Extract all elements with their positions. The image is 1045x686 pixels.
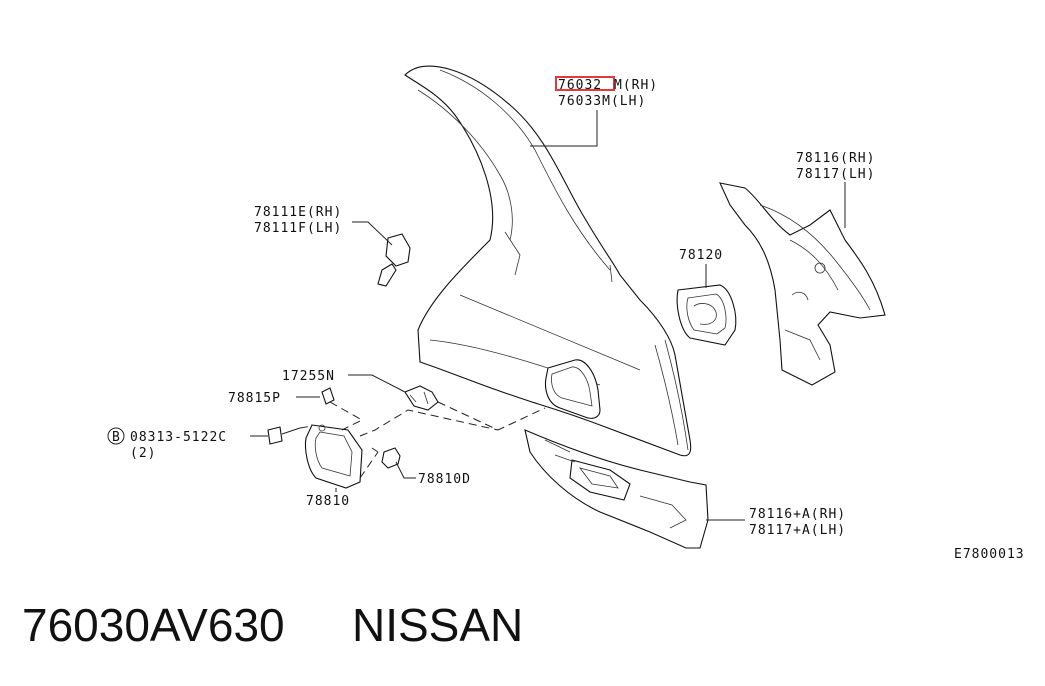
- bracket-78111e: [377, 233, 411, 287]
- callout-17255n: 17255N: [282, 369, 335, 384]
- callout-78111f: 78111F(LH): [254, 221, 342, 236]
- footer-part-number: 76030AV630: [22, 599, 285, 651]
- callout-78116a: 78116+A(RH): [749, 507, 846, 522]
- fuel-lid-78810: [304, 424, 363, 489]
- bracket-78815p: [321, 387, 335, 405]
- callout-78810: 78810: [306, 494, 350, 509]
- callout-76032m-suffix: M(RH): [614, 78, 658, 93]
- callout-78116-rh: 78116(RH): [796, 151, 875, 166]
- diagram-code: E7800013: [954, 547, 1025, 562]
- callout-78117-lh: 78117(LH): [796, 167, 875, 182]
- clip-17255n: [404, 385, 439, 411]
- dashed-assembly-lines: [299, 401, 546, 479]
- callout-08313: 08313-5122C: [130, 430, 227, 445]
- inner-wheelhouse-panel: [719, 182, 886, 386]
- rear-fender-panel: [404, 65, 692, 457]
- callout-76032m-prefix: 76032: [558, 78, 602, 93]
- bolt-symbol-letter: B: [112, 430, 121, 445]
- footer-brand: NISSAN: [352, 599, 524, 651]
- callout-76032m: 76032 M(RH): [555, 76, 658, 93]
- callout-78111e: 78111E(RH): [254, 205, 342, 220]
- leader-78111e: [352, 221, 393, 246]
- callout-78810d: 78810D: [418, 472, 471, 487]
- callout-78120: 78120: [679, 248, 723, 263]
- callout-78815p: 78815P: [228, 391, 281, 406]
- callout-78117a: 78117+A(LH): [749, 523, 846, 538]
- leader-17255n: [348, 374, 406, 393]
- leader-76032m: [530, 110, 598, 147]
- callout-08313-qty: (2): [130, 446, 156, 461]
- highlight-box: [555, 76, 615, 91]
- leader-78810d: [395, 461, 416, 479]
- bolt-08313: [267, 426, 301, 445]
- fuel-filler-seal-78120: [676, 284, 737, 346]
- bumper-78810d: [381, 447, 401, 469]
- callout-76033m: 76033M(LH): [558, 94, 646, 109]
- bolt-symbol-circle: [107, 427, 125, 445]
